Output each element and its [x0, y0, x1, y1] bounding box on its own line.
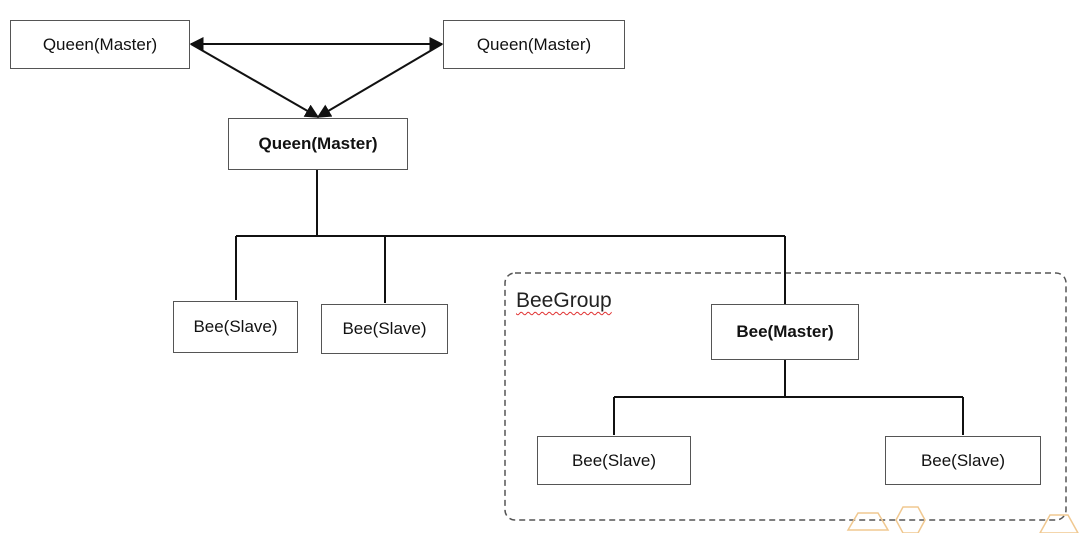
- queen-master-left-node: Queen(Master): [10, 20, 190, 69]
- watermark-logo: [846, 506, 1079, 533]
- beegroup-label: BeeGroup: [516, 289, 612, 312]
- bee-slave-node-4: Bee(Slave): [885, 436, 1041, 485]
- queen-master-center-node: Queen(Master): [228, 118, 408, 170]
- bee-master-tree-connectors: [613, 360, 964, 435]
- bee-slave-node-3: Bee(Slave): [537, 436, 691, 485]
- right-to-center-arrow: [316, 43, 443, 118]
- left-to-center-arrow: [190, 43, 320, 118]
- bee-slave-node-2: Bee(Slave): [321, 304, 448, 354]
- queen-master-right-node: Queen(Master): [443, 20, 625, 69]
- queen-tree-connectors: [235, 170, 786, 304]
- bee-master-node: Bee(Master): [711, 304, 859, 360]
- bee-slave-node-1: Bee(Slave): [173, 301, 298, 353]
